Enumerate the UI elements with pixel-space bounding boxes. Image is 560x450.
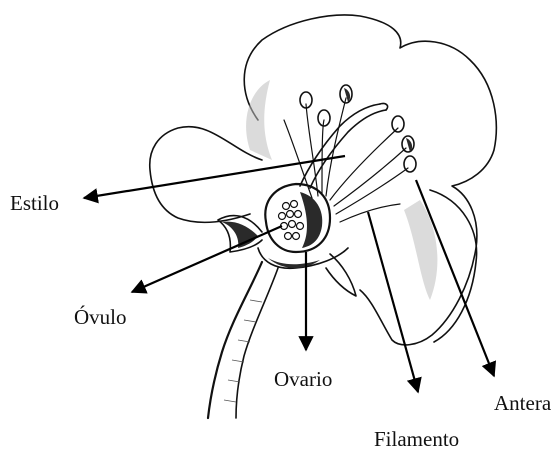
stem [208, 262, 262, 418]
label-ovario: Ovario [274, 367, 332, 391]
labels: Estilo Óvulo Ovario Antera Filamento [10, 191, 552, 450]
label-antera: Antera [494, 391, 552, 415]
arrow-filamento [368, 212, 418, 392]
flower-illustration [150, 15, 497, 418]
petal-left [150, 127, 262, 223]
ovules [279, 201, 304, 240]
anthers [300, 85, 416, 172]
arrow-ovulo [132, 226, 282, 292]
label-ovulo: Óvulo [74, 305, 127, 329]
arrow-estilo [84, 156, 345, 198]
petal-top [244, 15, 496, 345]
label-filamento: Filamento [374, 427, 459, 450]
filaments [284, 98, 408, 222]
label-estilo: Estilo [10, 191, 59, 215]
